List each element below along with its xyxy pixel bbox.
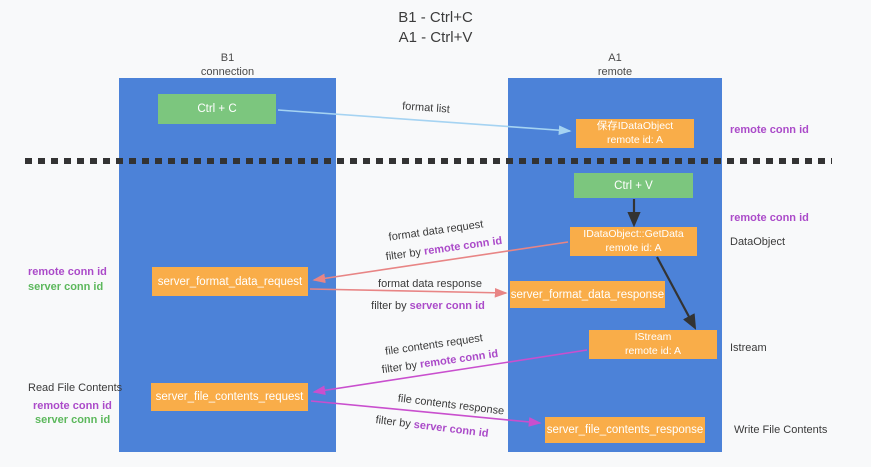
left-remote-conn-id-annotation: remote conn id [28, 266, 107, 278]
read-server-conn-id-annotation: server conn id [35, 414, 111, 426]
ctrl-c-box: Ctrl + C [158, 94, 276, 124]
server-format-data-response-box: server_format_data_response [510, 281, 665, 308]
read-file-contents-annotation: Read File Contents [28, 382, 123, 394]
lane-b1-name: B1 [220, 52, 235, 64]
remote-conn-id-annotation-mid: remote conn id [730, 212, 809, 224]
save-idataobject-line1: 保存IDataObject [596, 119, 674, 132]
istream-annotation: Istream [730, 342, 767, 354]
server-format-data-response-label: server_format_data_response [510, 288, 665, 301]
istream-line2: remote id: A [624, 344, 682, 357]
lane-a1-name: A1 [608, 52, 622, 64]
title-line-2: A1 - Ctrl+V [398, 28, 473, 46]
filter-by-server-2: filter by server conn id [375, 414, 489, 440]
istream-box: IStream remote id: A [589, 330, 717, 359]
server-format-data-request-label: server_format_data_request [157, 275, 303, 288]
idataobject-getdata-box: IDataObject::GetData remote id: A [570, 227, 697, 256]
server-file-contents-request-box: server_file_contents_request [151, 383, 308, 411]
getdata-line1: IDataObject::GetData [583, 227, 684, 240]
server-file-contents-response-box: server_file_contents_response [545, 417, 705, 443]
filter-by-text: filter by [371, 300, 407, 312]
lane-header-b1: B1 connection [119, 52, 336, 80]
title-line-1: B1 - Ctrl+C [398, 9, 473, 26]
getdata-line2: remote id: A [605, 241, 662, 254]
filter-by-text: filter by [374, 414, 412, 431]
file-contents-response-label: file contents response [397, 392, 505, 418]
remote-conn-id-highlight: remote conn id [423, 234, 503, 258]
lane-header-a1: A1 remote [508, 52, 722, 80]
ctrl-c-label: Ctrl + C [197, 103, 237, 115]
read-remote-conn-id-annotation: remote conn id [33, 400, 112, 412]
write-file-contents-annotation: Write File Contents [734, 424, 828, 436]
dataobject-annotation: DataObject [730, 236, 786, 248]
ctrl-v-label: Ctrl + V [614, 179, 653, 192]
filter-by-server-1: filter by server conn id [371, 300, 485, 312]
server-file-contents-request-label: server_file_contents_request [155, 391, 304, 403]
server-conn-id-highlight: server conn id [413, 418, 490, 440]
server-conn-id-highlight: server conn id [409, 300, 485, 312]
lane-a1-role: remote [597, 65, 633, 78]
server-format-data-request-box: server_format_data_request [152, 267, 308, 296]
filter-by-text: filter by [385, 246, 422, 264]
server-file-contents-response-label: server_file_contents_response [546, 424, 704, 436]
save-idataobject-box: 保存IDataObject remote id: A [576, 119, 694, 148]
filter-by-text: filter by [381, 359, 418, 377]
diagram-title: B1 - Ctrl+C A1 - Ctrl+V [0, 8, 871, 48]
left-server-conn-id-annotation: server conn id [28, 281, 104, 293]
remote-conn-id-annotation-top: remote conn id [730, 124, 809, 136]
ctrl-v-box: Ctrl + V [574, 173, 693, 198]
istream-line1: IStream [634, 330, 672, 343]
format-list-label: format list [401, 100, 451, 116]
lane-b1-role: connection [200, 65, 255, 78]
save-idataobject-line2: remote id: A [606, 133, 664, 146]
format-data-response-label: format data response [378, 278, 482, 290]
dashed-divider-line [25, 158, 832, 164]
